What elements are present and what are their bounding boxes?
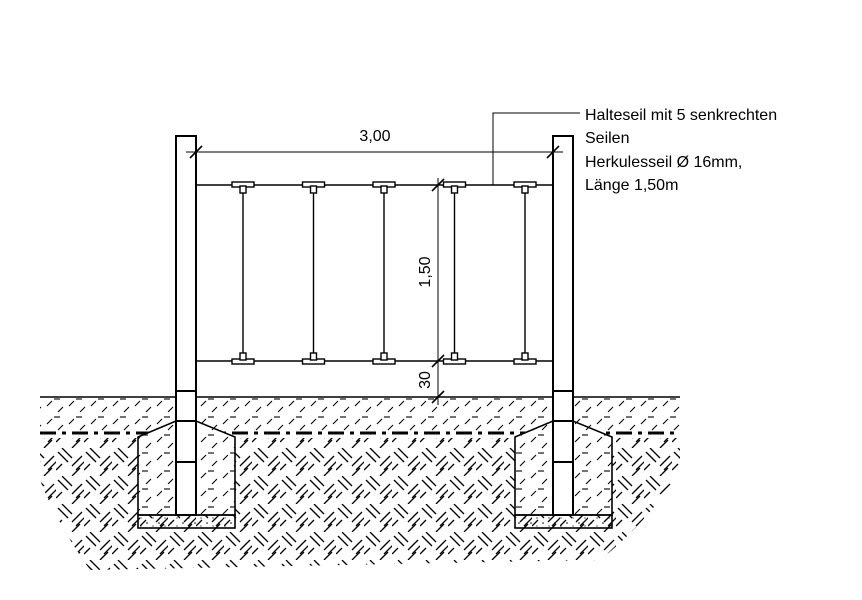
rope-annotation: Halteseil mit 5 senkrechten Seilen Herku… xyxy=(585,107,777,194)
dimension-lines xyxy=(186,112,580,405)
ropes xyxy=(196,184,553,362)
offset-dimension: 30 xyxy=(417,371,434,389)
vertical-rope xyxy=(372,181,396,365)
rope-clamp xyxy=(450,352,459,361)
rope-clamp xyxy=(380,185,388,194)
vertical-rope xyxy=(231,181,255,365)
annotation-line: Herkulesseil Ø 16mm, xyxy=(585,154,742,171)
vertical-rope xyxy=(442,181,467,365)
rope-clamp xyxy=(450,185,459,194)
partial-label: ) xyxy=(0,18,1,43)
rope-clamp xyxy=(239,352,247,361)
rope-clamp xyxy=(309,352,318,361)
annotation-line: Halteseil mit 5 senkrechten xyxy=(585,107,777,124)
rope-clamp xyxy=(239,185,247,194)
height-dimension: 1,50 xyxy=(417,256,434,287)
rope-clamp xyxy=(521,185,529,194)
post-left xyxy=(175,135,197,516)
rope-clamp xyxy=(380,352,388,361)
annotation-line: Länge 1,50m xyxy=(585,177,678,194)
annotation-line: Seilen xyxy=(585,130,629,147)
vertical-rope xyxy=(301,181,326,365)
rope-clamp xyxy=(521,352,529,361)
rope-clamp xyxy=(309,185,318,194)
vertical-ropes xyxy=(231,181,537,365)
post-right xyxy=(552,135,574,516)
width-dimension: 3,00 xyxy=(359,128,390,145)
vertical-rope xyxy=(513,181,537,365)
